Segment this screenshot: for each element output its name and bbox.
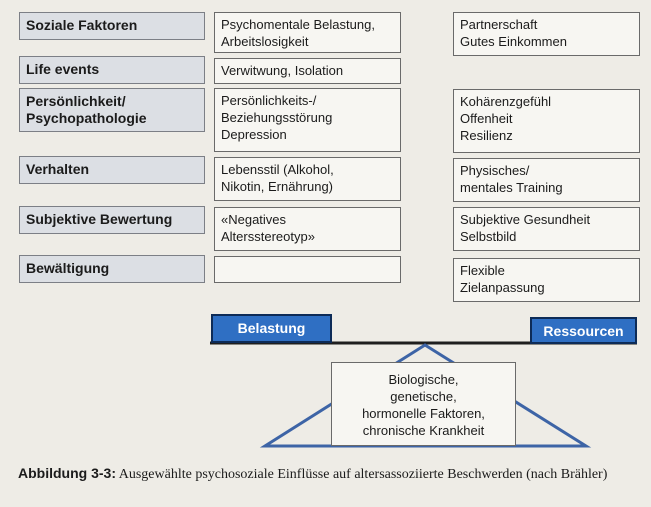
fulcrum-box: Biologische, genetische, hormonelle Fakt…: [331, 362, 516, 446]
belastung-text: Persönlichkeits-/: [221, 93, 317, 108]
ressource-text: Resilienz: [460, 128, 513, 143]
category-label: Subjektive Bewertung: [26, 211, 173, 227]
ressource-text: Flexible: [460, 263, 505, 278]
belastung-text: Lebensstil (Alkohol,: [221, 162, 334, 177]
fulcrum-text: chronische Krankheit: [362, 423, 485, 438]
belastung-text: Beziehungsstörung: [221, 110, 333, 125]
figure-label: Abbildung 3-3:: [18, 465, 116, 481]
ressourcen-label: Ressourcen: [530, 317, 637, 344]
category-subjektive-bewertung: Subjektive Bewertung: [19, 206, 205, 234]
belastung-box-3: Persönlichkeits-/ Beziehungsstörung Depr…: [214, 88, 401, 152]
category-verhalten: Verhalten: [19, 156, 205, 184]
category-persoenlichkeit: Persönlichkeit/ Psychopathologie: [19, 88, 205, 132]
ressource-text: Partnerschaft: [460, 17, 538, 32]
ressource-text: Offenheit: [460, 111, 513, 126]
fulcrum-text: hormonelle Faktoren,: [362, 406, 485, 421]
ressource-box-1: Partnerschaft Gutes Einkommen: [453, 12, 640, 56]
category-label-line: Psychopathologie: [26, 110, 147, 126]
ressource-box-5: Flexible Zielanpassung: [453, 258, 640, 302]
ressource-text: Selbstbild: [460, 229, 517, 244]
category-bewaeltigung: Bewältigung: [19, 255, 205, 283]
category-label-line: Persönlichkeit/: [26, 93, 126, 109]
ressource-text: Physisches/: [460, 163, 530, 178]
belastung-box-1: Psychomentale Belastung, Arbeitslosigkei…: [214, 12, 401, 53]
ressource-text: Zielanpassung: [460, 280, 545, 295]
belastung-text: Depression: [221, 127, 287, 142]
category-life-events: Life events: [19, 56, 205, 84]
belastung-text: «Negatives: [221, 212, 287, 227]
belastung-box-4: Lebensstil (Alkohol, Nikotin, Ernährung): [214, 157, 401, 201]
category-soziale-faktoren: Soziale Faktoren: [19, 12, 205, 40]
belastung-text: Arbeitslosigkeit: [221, 34, 309, 49]
ressource-text: mentales Training: [460, 180, 563, 195]
fulcrum-text: genetische,: [390, 389, 457, 404]
belastung-text: Verwitwung, Isolation: [221, 63, 344, 78]
belastung-text: Nikotin, Ernährung): [221, 179, 333, 194]
fulcrum-text: Biologische,: [388, 372, 459, 387]
belastung-box-2: Verwitwung, Isolation: [214, 58, 401, 84]
ressource-text: Kohärenzgefühl: [460, 94, 552, 109]
ressource-text: Subjektive Gesundheit: [460, 212, 591, 227]
ressource-box-2: Kohärenzgefühl Offenheit Resilienz: [453, 89, 640, 153]
ressource-box-4: Subjektive Gesundheit Selbstbild: [453, 207, 640, 251]
belastung-text: Psychomentale Belastung,: [221, 17, 375, 32]
caption-text: Ausgewählte psychosoziale Einflüsse auf …: [116, 467, 608, 482]
belastung-text: Altersstereotyp»: [221, 229, 315, 244]
belastung-box-6-empty: [214, 256, 401, 283]
ressource-text: Gutes Einkommen: [460, 34, 567, 49]
belastung-label: Belastung: [211, 314, 332, 343]
category-label: Bewältigung: [26, 260, 110, 276]
category-label: Life events: [26, 61, 100, 77]
category-label: Soziale Faktoren: [26, 17, 138, 33]
figure-caption: Abbildung 3-3: Ausgewählte psychosoziale…: [18, 465, 640, 483]
belastung-box-5: «Negatives Altersstereotyp»: [214, 207, 401, 251]
ressource-box-3: Physisches/ mentales Training: [453, 158, 640, 202]
category-label: Verhalten: [26, 161, 90, 177]
